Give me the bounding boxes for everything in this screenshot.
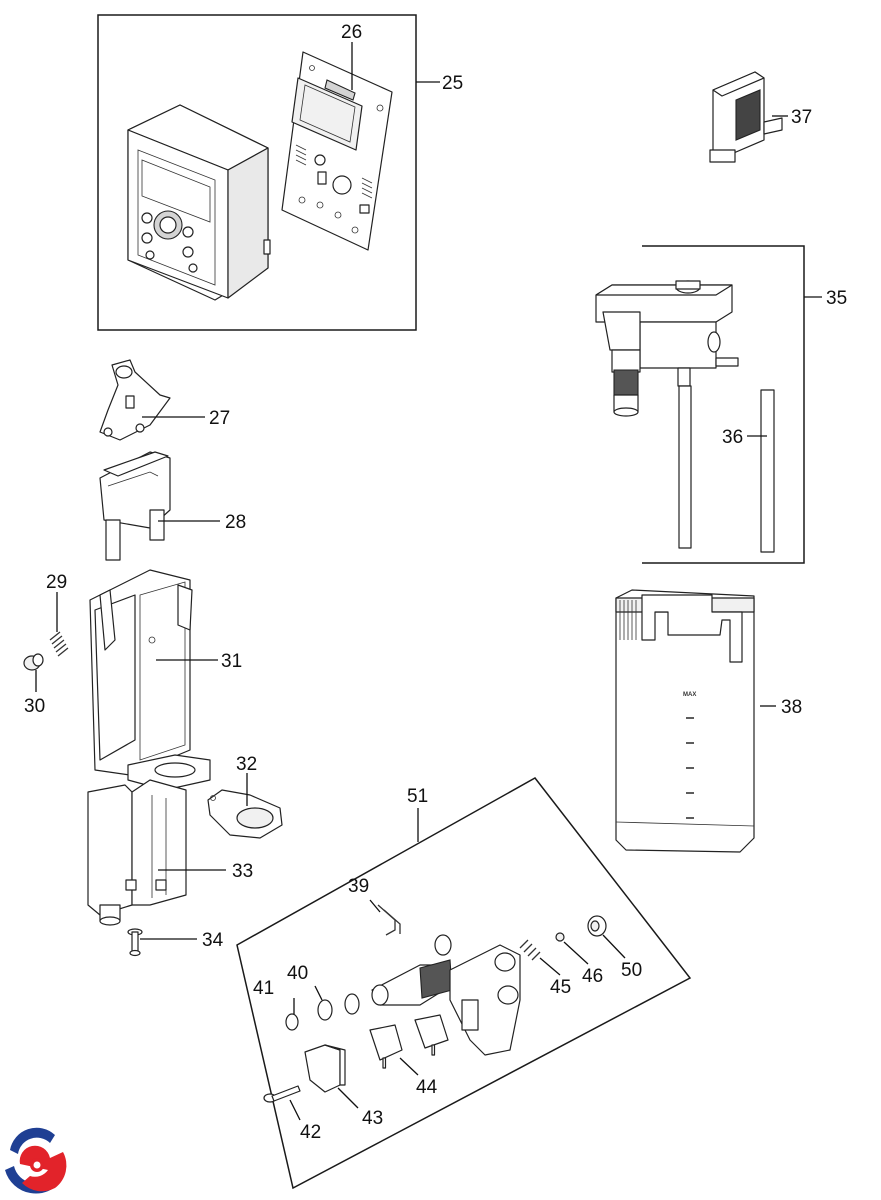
callout-50: 50 (621, 960, 642, 981)
ring-40 (317, 999, 333, 1021)
float-assembly-bracket (642, 245, 805, 564)
spring-29 (49, 631, 69, 657)
bracket-43 (304, 1044, 346, 1093)
float-assembly (595, 280, 739, 549)
callout-44: 44 (416, 1077, 438, 1098)
callout-25: 25 (442, 73, 463, 94)
screw-34 (127, 928, 143, 957)
callout-34: 34 (202, 930, 224, 951)
callout-41: 41 (253, 978, 274, 999)
housing-33 (87, 779, 187, 926)
callout-46: 46 (582, 966, 603, 987)
callout-31: 31 (221, 651, 242, 672)
cap-part (709, 71, 783, 163)
microswitch-44 (369, 1014, 449, 1069)
callout-29: 29 (46, 572, 67, 593)
callout-38: 38 (781, 697, 802, 718)
callout-35: 35 (826, 288, 847, 309)
frame-31 (89, 569, 211, 791)
ring-41 (285, 1013, 299, 1031)
callout-27: 27 (209, 408, 230, 429)
callout-43: 43 (362, 1108, 383, 1129)
callout-28: 28 (225, 512, 246, 533)
callout-30: 30 (24, 696, 45, 717)
plate-32 (207, 789, 283, 839)
callout-42: 42 (300, 1122, 321, 1143)
callout-37: 37 (791, 107, 812, 128)
callout-32: 32 (236, 754, 257, 775)
callout-39: 39 (348, 876, 369, 897)
tube-part (760, 389, 775, 553)
tank-max-label: MAX (683, 692, 696, 698)
spring-45 (519, 939, 541, 961)
callout-36: 36 (722, 427, 743, 448)
housing-28 (99, 451, 171, 561)
nut-50 (587, 915, 607, 937)
callout-51: 51 (407, 786, 428, 807)
circuit-board (281, 51, 393, 251)
callout-45: 45 (550, 977, 571, 998)
cap-30 (23, 653, 44, 671)
valve-body (371, 934, 521, 1056)
callout-26: 26 (341, 22, 362, 43)
callout-40: 40 (287, 963, 308, 984)
callout-33: 33 (232, 861, 253, 882)
clip-39 (377, 904, 401, 936)
valve-assembly-frame (236, 777, 692, 1190)
ball-46 (555, 932, 565, 942)
water-tank (615, 589, 755, 853)
ring-40b (344, 993, 360, 1015)
brand-logo (2, 1127, 68, 1195)
bracket-27 (99, 359, 171, 441)
control-panel-frame (97, 14, 417, 331)
control-panel-housing (127, 104, 271, 301)
pin-42 (263, 1085, 301, 1103)
